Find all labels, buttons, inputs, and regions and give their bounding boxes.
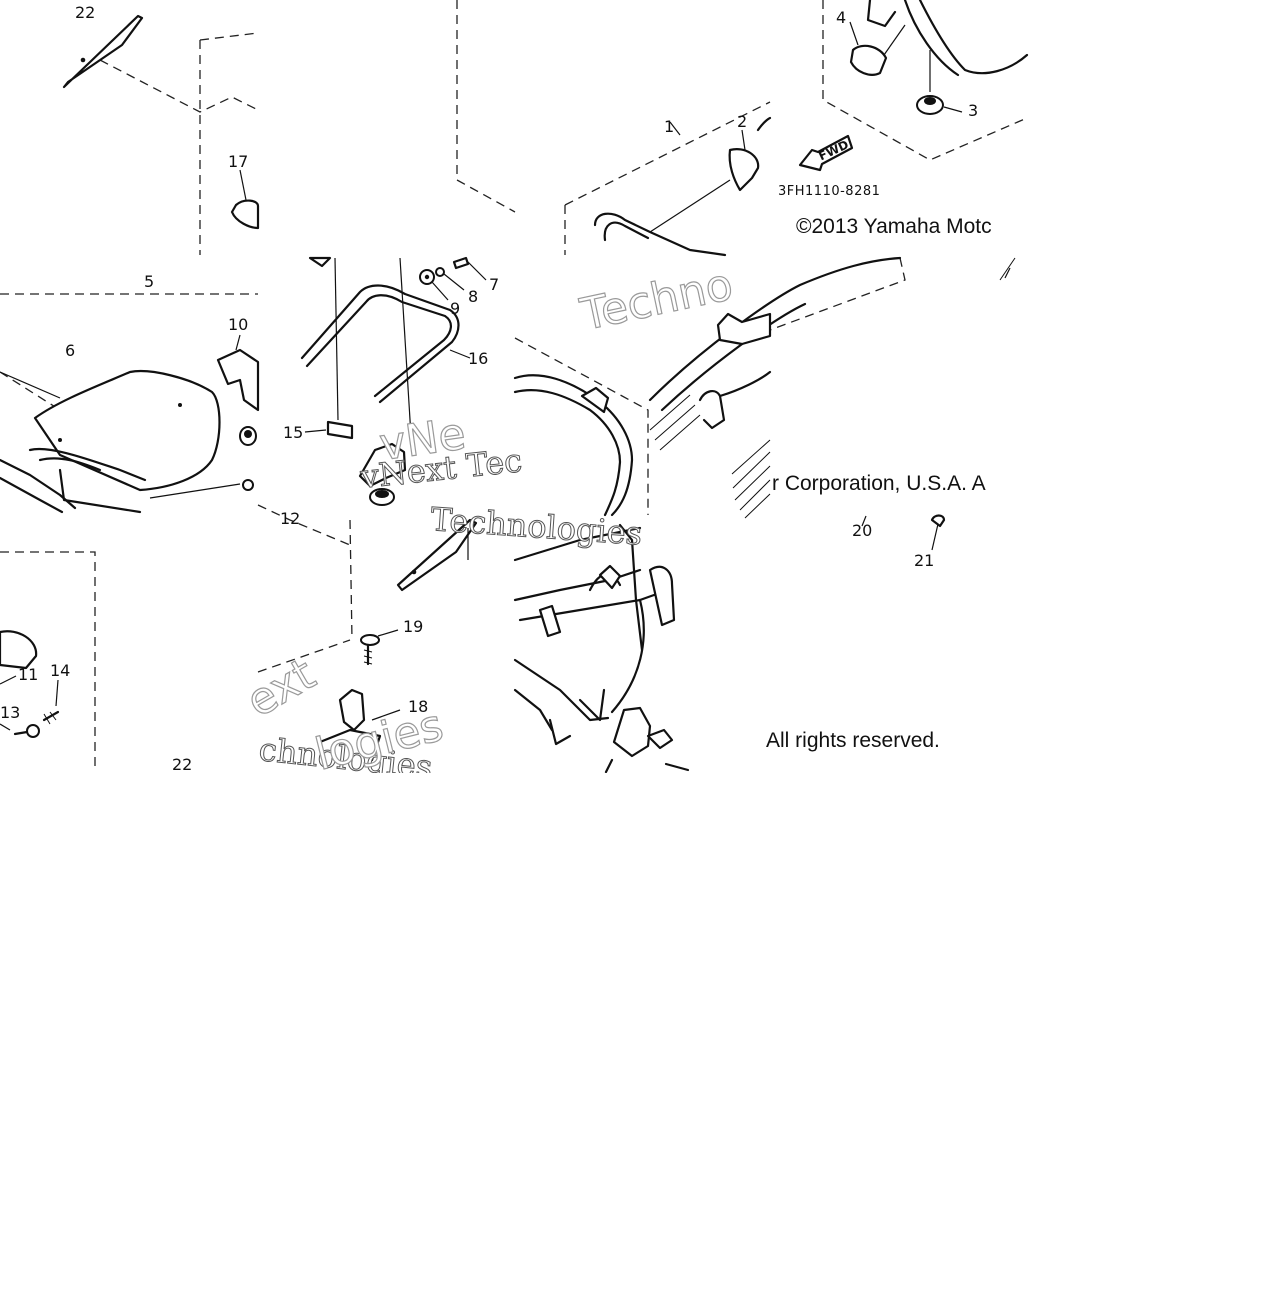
callout-12: 12 bbox=[280, 509, 300, 528]
bracket-10 bbox=[149, 334, 260, 499]
callout-18: 18 bbox=[408, 697, 428, 716]
callout-10: 10 bbox=[228, 315, 248, 334]
rear-frame bbox=[513, 374, 676, 746]
callout-17: 17 bbox=[228, 152, 248, 171]
plate-22-middle bbox=[396, 518, 478, 592]
seat-latch bbox=[358, 442, 407, 506]
watermark-techno: Techno bbox=[576, 259, 738, 341]
watermark-vne: vNe bbox=[376, 408, 468, 470]
grab-bar-16 bbox=[300, 256, 471, 453]
plate-22-top bbox=[62, 14, 144, 89]
callout-16: 16 bbox=[468, 349, 488, 368]
copyright-line-2: r Corporation, U.S.A. A bbox=[772, 472, 986, 495]
callout-3: 3 bbox=[968, 101, 978, 120]
bracket-1-2 bbox=[593, 116, 772, 257]
watermark-ext: ext bbox=[238, 649, 324, 728]
callout-22-lower: 22 bbox=[172, 755, 192, 774]
fasteners-20-21 bbox=[861, 514, 946, 551]
callout-6: 6 bbox=[65, 341, 75, 360]
callout-15: 15 bbox=[283, 423, 303, 442]
callout-8: 8 bbox=[468, 287, 478, 306]
callout-11: 11 bbox=[18, 665, 38, 684]
fwd-arrow: FWD bbox=[798, 134, 854, 172]
callout-21: 21 bbox=[914, 551, 934, 570]
callout-2: 2 bbox=[737, 112, 747, 131]
callout-13: 13 bbox=[0, 703, 20, 722]
callout-5: 5 bbox=[144, 272, 154, 291]
frame-upper-right bbox=[648, 256, 1016, 519]
callout-4: 4 bbox=[836, 8, 846, 27]
fwd-label: FWD bbox=[816, 137, 850, 163]
callout-14: 14 bbox=[50, 661, 70, 680]
callout-7: 7 bbox=[489, 275, 499, 294]
seat-upper-right bbox=[849, 0, 1029, 115]
bolt-17 bbox=[230, 169, 260, 230]
callout-labels: 22 17 4 3 1 2 5 6 10 7 8 9 16 15 12 19 1… bbox=[0, 3, 978, 774]
callout-22: 22 bbox=[75, 3, 95, 22]
seat-lock bbox=[604, 706, 690, 774]
callout-9: 9 bbox=[450, 299, 460, 318]
copyright-line-1: ©2013 Yamaha Motc bbox=[796, 215, 992, 238]
latch-18 bbox=[318, 688, 401, 762]
bolt-19 bbox=[360, 629, 399, 666]
callout-20: 20 bbox=[852, 521, 872, 540]
watermarks: Techno vNext Tec vNe chnologies ext logi… bbox=[237, 258, 738, 786]
assembly-boundaries bbox=[0, 0, 1028, 770]
fasteners-11-13-14 bbox=[0, 630, 60, 738]
copyright-line-3: All rights reserved. bbox=[766, 729, 940, 752]
seat-6 bbox=[0, 370, 221, 514]
callout-1: 1 bbox=[664, 117, 674, 136]
drawing-code: 3FH1110-8281 bbox=[778, 184, 880, 199]
washers-7-8-9 bbox=[419, 256, 487, 301]
callout-19: 19 bbox=[403, 617, 423, 636]
